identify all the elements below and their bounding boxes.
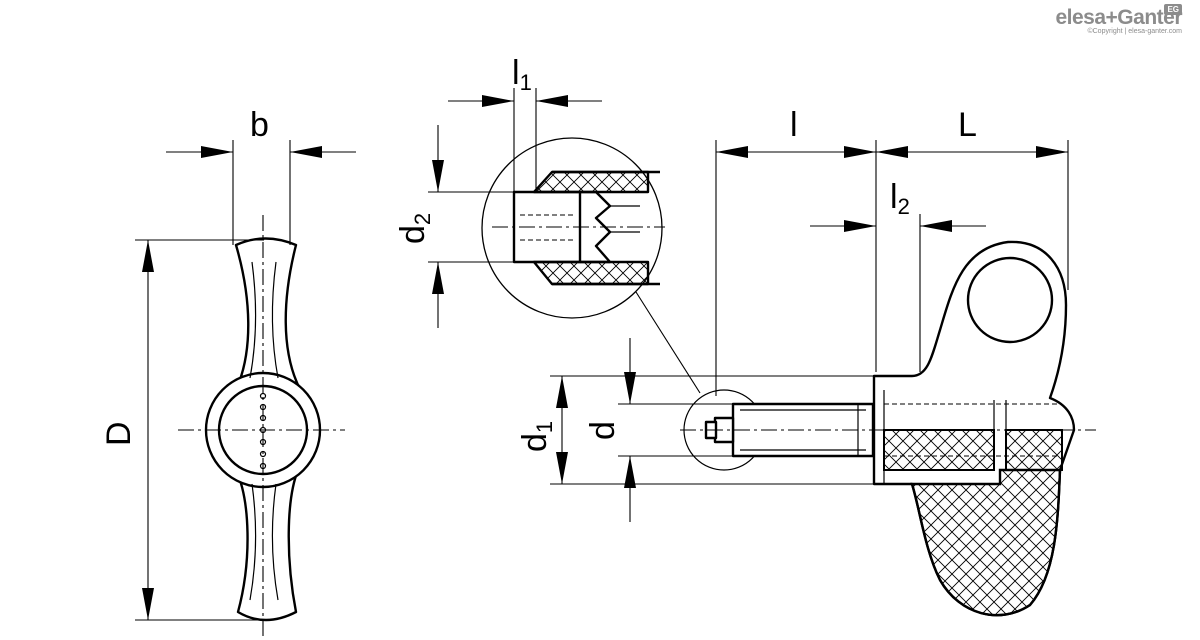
side-view xyxy=(680,240,1096,617)
dimension-d2: d2 xyxy=(394,125,514,328)
detail-view xyxy=(481,137,701,394)
dimension-d: d xyxy=(584,338,733,522)
dimension-l: l xyxy=(715,106,877,396)
front-view xyxy=(178,215,345,640)
label-l: l xyxy=(790,106,798,144)
dimension-l2: l2 xyxy=(810,178,986,372)
label-d1: d1 xyxy=(516,421,557,452)
label-D: D xyxy=(100,421,138,446)
dimension-D: D xyxy=(100,239,264,621)
dimension-L: L xyxy=(876,106,1069,290)
dimension-d1: d1 xyxy=(516,375,874,485)
dimension-b: b xyxy=(166,106,356,245)
dimension-l1: l1 xyxy=(448,54,602,192)
label-L: L xyxy=(958,106,977,144)
brand-name: elesa+Ganter xyxy=(1055,6,1182,29)
label-b: b xyxy=(250,106,269,144)
brand-copyright: ©Copyright | elesa-ganter.com xyxy=(1087,28,1182,35)
brand-badge: EG xyxy=(1164,4,1182,15)
label-d: d xyxy=(584,421,622,440)
label-d2: d2 xyxy=(394,213,435,244)
brand-logo: EG elesa+Ganter ©Copyright | elesa-gante… xyxy=(1055,4,1182,35)
label-l1: l1 xyxy=(512,54,532,95)
label-l2: l2 xyxy=(890,178,910,219)
